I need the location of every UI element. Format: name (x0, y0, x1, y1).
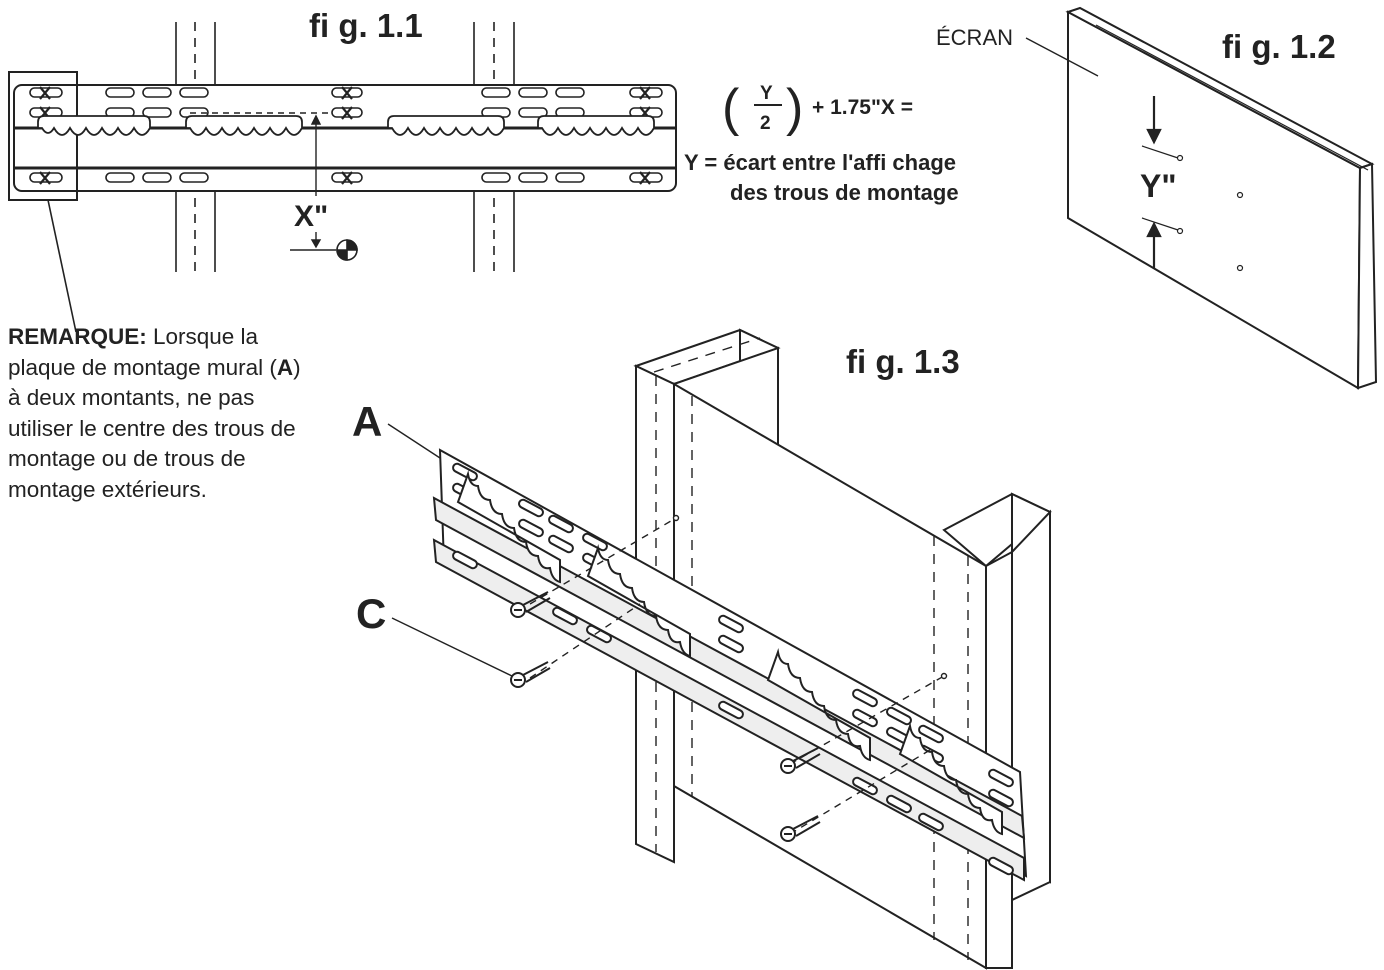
formula-numerator: Y (760, 83, 773, 104)
part-a-leader (387, 423, 441, 459)
y-definition-line-1: Y = écart entre l'affi chage (684, 150, 956, 175)
remark-note: REMARQUE: Lorsque la plaque de montage m… (8, 322, 308, 505)
lag-screw-1 (510, 591, 551, 618)
screen-mounting-holes (1176, 154, 1244, 272)
formula-suffix: + 1.75"X = (812, 96, 913, 119)
x-dimension-label: X" (294, 200, 328, 233)
remark-ref-a: A (276, 354, 294, 380)
y-dimension-label: Y" (1140, 168, 1177, 204)
remark-text-1: Lorsque la plaque de montage mural ( (8, 324, 277, 380)
outer-holes-highlight-box (8, 71, 78, 201)
fig-1-1-plate-drawing (8, 22, 677, 333)
part-c-leader (391, 617, 513, 677)
screen-depth-edge (1356, 162, 1378, 390)
center-of-gravity-icon (336, 239, 358, 261)
x-dimension (190, 112, 336, 251)
y-definition-line-2: des trous de montage (730, 180, 959, 205)
fig-1-2-label: fi g. 1.2 (1222, 28, 1336, 65)
part-a-label: A (352, 398, 382, 445)
formula: ( Y 2 ) + 1.75"X = (722, 79, 913, 137)
hook-tabs (37, 115, 655, 136)
slot-row-top (29, 87, 663, 98)
screen-label: ÉCRAN (936, 25, 1013, 50)
formula-close-paren: ) (786, 79, 803, 137)
formula-open-paren: ( (722, 79, 740, 137)
slot-row-second (29, 107, 663, 118)
remark-heading: REMARQUE: (8, 324, 147, 349)
lag-screw-3 (780, 747, 821, 774)
lag-screw-4 (780, 815, 821, 842)
excluded-hole-marks (39, 86, 651, 185)
screen-leader-line (1025, 37, 1099, 77)
part-c-label: C (356, 590, 386, 637)
remark-text-2: ) à deux montants, ne pas utiliser le ce… (8, 354, 301, 502)
fig-1-2-screen-drawing (1025, 6, 1378, 390)
fig-1-3-label: fi g. 1.3 (846, 343, 960, 380)
y-dimension (1141, 96, 1179, 268)
screen-front-face (1067, 10, 1362, 390)
lag-screw-2 (510, 661, 551, 688)
note-leader-line (47, 199, 77, 333)
plate-hooks-3d (456, 470, 1003, 836)
formula-denominator: 2 (760, 113, 771, 134)
slot-row-bottom (29, 172, 663, 183)
fig-1-3-install-drawing (387, 328, 1052, 970)
fig-1-1-label: fi g. 1.1 (309, 7, 423, 44)
